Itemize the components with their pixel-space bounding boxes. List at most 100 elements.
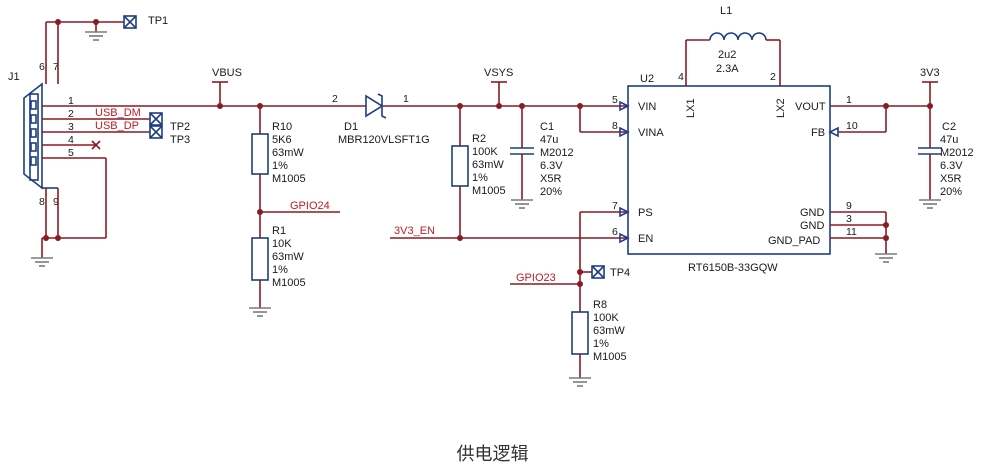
- ic-u2-body: [627, 85, 831, 255]
- r2-ref: R2: [472, 133, 486, 145]
- inductor-current: 2.3A: [716, 63, 739, 75]
- r8-resistor: [571, 311, 589, 355]
- r2-tolerance: 1%: [472, 172, 488, 184]
- vina-pin-arrow: [619, 126, 630, 138]
- c2-voltage: 6.3V: [940, 160, 963, 172]
- ground-symbol-c1: [511, 199, 533, 209]
- r2-power: 63mW: [472, 159, 504, 171]
- ic-pin-lx2-name: LX2: [775, 98, 787, 118]
- j1-pin-1-label: 1: [68, 95, 74, 107]
- ic-pin-10-num: 10: [846, 120, 858, 132]
- c1-value: 47u: [540, 134, 558, 146]
- j1-pin-3-label: 3: [68, 121, 74, 133]
- r1-tolerance: 1%: [272, 264, 288, 276]
- ic-pin-4-num: 4: [678, 71, 684, 83]
- r10-resistor: [251, 133, 269, 175]
- r8-ref: R8: [593, 299, 607, 311]
- j1-pin-4-label: 4: [68, 134, 74, 146]
- r10-power: 63mW: [272, 147, 304, 159]
- j1-ref-label: J1: [8, 71, 20, 83]
- vsys-net-label: VSYS: [484, 67, 513, 79]
- v3v3-net-label: 3V3: [920, 67, 940, 79]
- r10-package: M1005: [272, 173, 306, 185]
- j1-pin-8-label: 8: [39, 196, 45, 208]
- ps-pin-arrow: [619, 206, 630, 218]
- junction-dot: [93, 19, 99, 25]
- r1-package: M1005: [272, 277, 306, 289]
- r8-power: 63mW: [593, 325, 625, 337]
- diode-d1-triangle: [365, 94, 384, 118]
- connector-contact-5: [30, 156, 37, 166]
- j1-pin-2-label: 2: [68, 108, 74, 120]
- no-connect-mark-b: [91, 140, 101, 150]
- gpio24-net-label: GPIO24: [290, 200, 330, 212]
- junction-dot: [55, 235, 61, 241]
- ic-pin-9-num: 9: [846, 200, 852, 212]
- ic-pin-ps-name: PS: [638, 207, 653, 219]
- junction-dot: [457, 235, 463, 241]
- usb-dp-net-label: USB_DP: [95, 120, 139, 132]
- ic-pin-gnd1-name: GND: [800, 207, 825, 219]
- inductor-value: 2u2: [718, 49, 736, 61]
- c2-ref: C2: [942, 121, 956, 133]
- r2-value: 100K: [472, 146, 498, 158]
- r1-power: 63mW: [272, 251, 304, 263]
- r8-value: 100K: [593, 312, 619, 324]
- ic-pin-vin-name: VIN: [638, 101, 656, 113]
- diode-anode-pin: 2: [332, 93, 338, 105]
- r2-resistor: [451, 145, 469, 187]
- c2-tolerance: 20%: [940, 186, 962, 198]
- ground-symbol-tp1: [85, 31, 107, 41]
- ic-pin-vina-name: VINA: [638, 127, 664, 139]
- diode-ref: D1: [344, 121, 358, 133]
- junction-dot: [883, 103, 889, 109]
- ic-pin-11-num: 11: [846, 226, 857, 238]
- tp3-label: TP3: [170, 134, 190, 146]
- ic-pin-6-num: 6: [612, 226, 618, 238]
- ic-pin-fb-name: FB: [811, 127, 825, 139]
- power-schematic: J1 6 7 1 2 3 4 5 8 9 USB_DM USB_DP TP1: [8, 5, 974, 387]
- ic-pin-en-name: EN: [638, 233, 653, 245]
- c1-package: M2012: [540, 147, 574, 159]
- connector-contact-2: [30, 114, 37, 124]
- junction-dot: [43, 235, 49, 241]
- ic-pin-7-num: 7: [612, 200, 618, 212]
- junction-dot: [217, 103, 223, 109]
- ic-pin-gnd2-name: GND: [800, 220, 825, 232]
- c1-tolerance: 20%: [540, 186, 562, 198]
- r10-ref: R10: [272, 121, 292, 133]
- c1-voltage: 6.3V: [540, 160, 563, 172]
- r8-tolerance: 1%: [593, 338, 609, 350]
- ic-pin-2-num: 2: [770, 71, 776, 83]
- j1-pin-6-label: 6: [39, 61, 45, 73]
- ground-symbol-r8: [569, 377, 591, 387]
- c1-ref: C1: [540, 121, 554, 133]
- r10-value: 5K6: [272, 134, 292, 146]
- j1-pin-7-label: 7: [53, 61, 59, 73]
- r1-resistor: [251, 237, 269, 281]
- ic-pin-gndpad-name: GND_PAD: [768, 235, 820, 247]
- ic-pin-5-num: 5: [612, 94, 618, 106]
- junction-dot: [257, 209, 263, 215]
- diode-cathode-pin: 1: [403, 93, 409, 105]
- tp1-label: TP1: [148, 15, 168, 27]
- tp4-cross-b: [591, 265, 605, 279]
- connector-contact-3: [30, 128, 37, 138]
- junction-dot: [55, 19, 61, 25]
- en-pin-arrow: [619, 232, 630, 244]
- ground-symbol-r1: [249, 307, 271, 317]
- connector-contact-4: [30, 142, 37, 152]
- junction-dot: [883, 222, 889, 228]
- connector-contact-1: [30, 100, 37, 110]
- ic-pin-1-num: 1: [846, 94, 852, 106]
- vin-pin-arrow: [619, 100, 630, 112]
- c2-package: M2012: [940, 147, 974, 159]
- ic-ref: U2: [640, 73, 654, 85]
- fb-pin-arrow: [828, 126, 839, 138]
- inductor-l1-coil: [709, 32, 767, 41]
- r2-package: M1005: [472, 185, 506, 197]
- j1-pin-9-label: 9: [53, 196, 59, 208]
- ground-symbol-c2: [919, 199, 941, 209]
- en-net-label: 3V3_EN: [394, 225, 435, 237]
- ground-symbol-ic: [875, 253, 897, 263]
